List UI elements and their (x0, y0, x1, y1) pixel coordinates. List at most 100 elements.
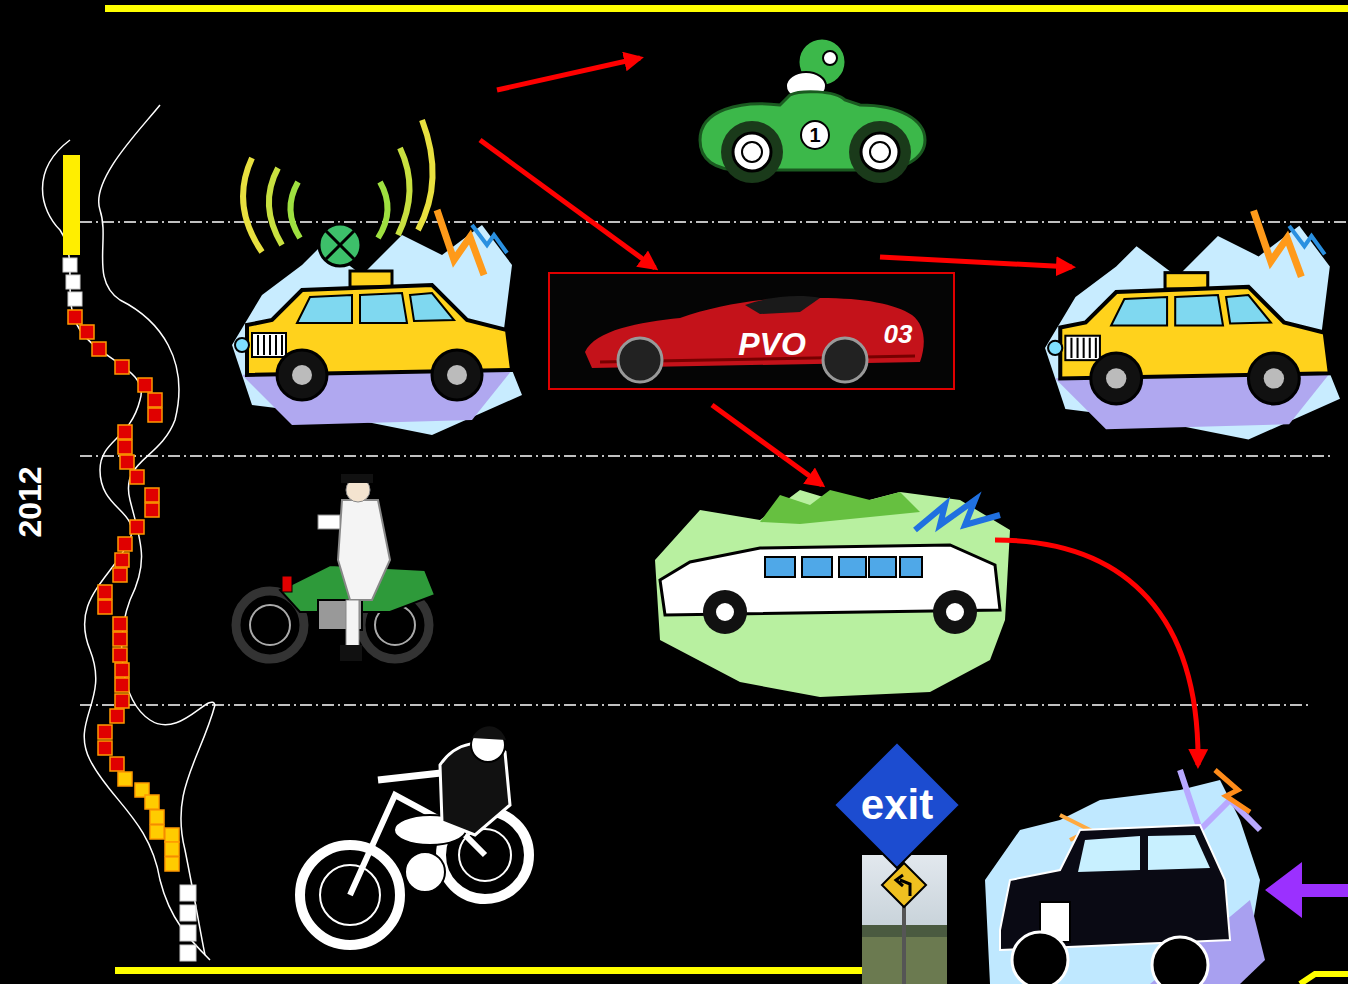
london-cab-part (1012, 932, 1068, 984)
limousine-part-part (802, 557, 832, 577)
route-squares-part-part (148, 408, 162, 422)
police-motorcycle-part (318, 515, 340, 529)
year-label: 2012 (10, 462, 50, 542)
police-motorcycle-part (346, 600, 359, 648)
route-squares-part-part (118, 425, 132, 439)
limousine-part (946, 603, 964, 621)
limousine (655, 490, 1010, 697)
route-squares-part-part (118, 537, 132, 551)
radar-signal-part (290, 182, 300, 238)
route-squares-part (118, 772, 179, 871)
route-squares-part-part (98, 585, 112, 599)
limousine-part (915, 500, 1000, 530)
biker-part (472, 726, 506, 740)
road-edge-part (1300, 974, 1348, 984)
police-motorcycle-part (250, 605, 290, 645)
race-car-part (742, 142, 762, 162)
route-squares-part-part (150, 825, 164, 839)
race-car-part (823, 51, 837, 65)
lane-divider-part (80, 704, 1310, 706)
taxi-car (232, 210, 522, 435)
road-sign-photo-part (902, 905, 906, 984)
route-squares-part-part (180, 905, 196, 921)
car-number: 1 (801, 121, 829, 149)
route-squares-part-part (118, 772, 132, 786)
route-squares-part-part (150, 810, 164, 824)
road-sign-photo (862, 855, 947, 984)
route-squares-part-part (115, 694, 129, 708)
route-squares-part-part (98, 725, 112, 739)
route-squares-part-part (113, 632, 127, 646)
route-squares-part-part (145, 795, 159, 809)
route-squares-part-part (130, 520, 144, 534)
radar-signal-part (243, 158, 262, 252)
race-car-part (721, 121, 783, 183)
car-number: 03 (870, 318, 926, 350)
route-squares-part-part (165, 857, 179, 871)
race-car-part (870, 142, 890, 162)
road-sign-photo-part (882, 863, 926, 907)
sports-car-photo (549, 273, 954, 389)
radar-signal-part (269, 168, 282, 245)
london-cab-part (1215, 770, 1250, 812)
route-squares-part-part (138, 378, 152, 392)
limousine-part-part (869, 557, 896, 577)
flow-arrow-part (712, 405, 822, 485)
flow-arrow-part (880, 257, 1072, 267)
police-motorcycle-part (282, 576, 292, 592)
race-car (700, 38, 925, 183)
biker (300, 726, 529, 945)
limousine-part (703, 590, 747, 634)
flow-arrow (480, 58, 1198, 765)
race-car-part (733, 133, 771, 171)
route-squares-part-part (115, 678, 129, 692)
route-squares-part-part (180, 945, 196, 961)
route-squares-part-part (145, 503, 159, 517)
limousine-part (716, 603, 734, 621)
route-squares-part-part (180, 925, 196, 941)
sports-car-photo-part (823, 338, 867, 382)
route-squares-part-part (68, 292, 82, 306)
road-sign-photo-part (862, 855, 947, 984)
police-motorcycle-part (341, 474, 373, 483)
limousine-part-part (839, 557, 866, 577)
biker-part (405, 852, 445, 892)
limousine-part (655, 490, 1010, 697)
limousine-part (933, 590, 977, 634)
route-squares-part-part (68, 310, 82, 324)
route-squares-part-part (63, 258, 77, 272)
route-squares-part-part (98, 741, 112, 755)
race-car-part (861, 133, 899, 171)
radar-signal-part (398, 148, 410, 235)
purple-arrow-part (1265, 862, 1348, 918)
sports-car-photo-part (745, 296, 820, 314)
flow-arrow-part (995, 540, 1198, 765)
london-cab-part (1180, 770, 1260, 830)
police-motorcycle-part (340, 645, 362, 661)
race-car-part (801, 121, 829, 149)
route-squares-part-part (115, 663, 129, 677)
route-squares-part-part (115, 553, 129, 567)
taxi-car-part (1045, 211, 1340, 440)
race-car-part (849, 121, 911, 183)
london-cab-part (1148, 835, 1210, 870)
sports-car-photo-part (549, 273, 954, 389)
flow-arrow-part (497, 58, 640, 90)
route-squares-part-part (180, 885, 196, 901)
route-squares-part-part (113, 568, 127, 582)
route-squares-part (63, 155, 80, 255)
route-squares-part (68, 310, 162, 771)
sports-car-photo-part (618, 338, 662, 382)
route-squares-part-part (113, 648, 127, 662)
route-squares-part-part (80, 325, 94, 339)
road-edge-part (105, 5, 1348, 12)
sign-text: exit (832, 740, 962, 870)
limousine-part-part (900, 557, 922, 577)
limousine-part (760, 490, 920, 524)
exit-sign: exit (832, 740, 962, 870)
route-squares-part-part (120, 455, 134, 469)
lane-divider-part (80, 455, 1330, 457)
